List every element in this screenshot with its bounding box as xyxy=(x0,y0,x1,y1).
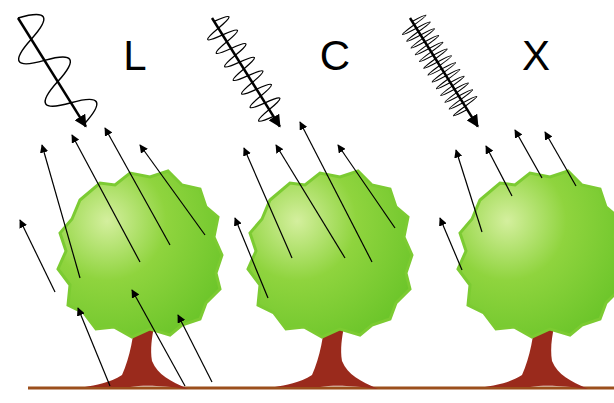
tree xyxy=(248,171,412,389)
band-label: X xyxy=(522,35,550,77)
c-band-wave xyxy=(199,10,292,134)
band-label: C xyxy=(320,35,350,77)
tree xyxy=(458,171,614,389)
x-band-wave xyxy=(397,10,490,134)
l-band-wave xyxy=(0,6,104,138)
scatter-arrows xyxy=(20,122,576,386)
tree xyxy=(58,171,222,389)
band-label: L xyxy=(123,35,146,77)
